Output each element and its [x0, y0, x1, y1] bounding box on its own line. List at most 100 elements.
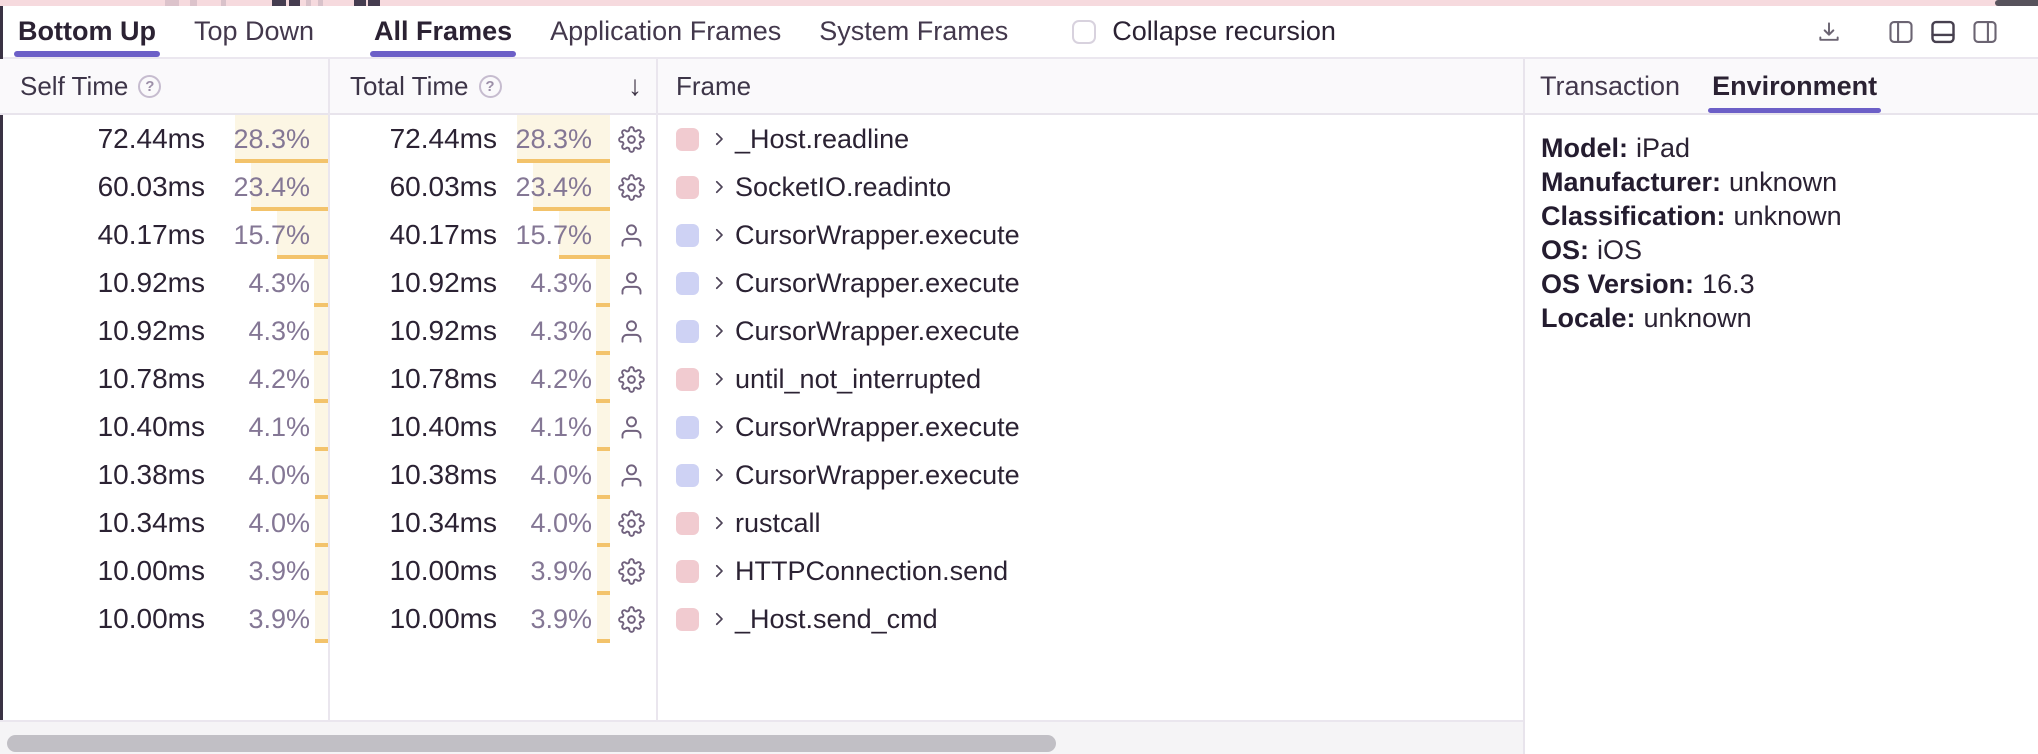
column-header-total-time[interactable]: Total Time ? ↓	[330, 59, 658, 113]
profiling-toolbar: Bottom Up Top Down All Frames Applicatio…	[0, 6, 2038, 59]
total-percent-bar	[597, 451, 610, 499]
help-circle-icon[interactable]: ?	[478, 74, 502, 98]
minimap-mark	[221, 0, 226, 6]
table-row[interactable]: 10.92ms 4.3% 10.92ms 4.3% CursorWrapper.…	[0, 259, 1523, 307]
self-time-percent: 3.9%	[248, 556, 310, 586]
chevron-right-icon[interactable]	[710, 211, 728, 259]
total-percent-bar	[597, 403, 610, 451]
tab-transaction[interactable]: Transaction	[1540, 70, 1681, 101]
self-time-value: 10.38ms	[97, 459, 205, 490]
self-time-percent: 28.3%	[233, 124, 310, 154]
total-time-percent: 23.4%	[515, 172, 592, 202]
chevron-right-icon[interactable]	[710, 163, 728, 211]
minimap-viewport-indicator[interactable]	[1995, 0, 2038, 6]
total-time-percent: 28.3%	[515, 124, 592, 154]
layout-bottom-panel-icon[interactable]	[1926, 12, 1960, 52]
table-row[interactable]: 10.78ms 4.2% 10.78ms 4.2% until_not_inte…	[0, 355, 1523, 403]
minimap-mark	[289, 0, 300, 6]
total-time-value: 10.00ms	[389, 603, 497, 634]
total-percent-bar	[597, 547, 610, 595]
chevron-right-icon[interactable]	[710, 259, 728, 307]
minimap-mark	[354, 0, 366, 6]
chevron-right-icon[interactable]	[710, 499, 728, 547]
minimap-mark	[190, 0, 197, 6]
frame-name: CursorWrapper.execute	[735, 220, 1020, 250]
table-row[interactable]: 40.17ms 15.7% 40.17ms 15.7% CursorWrappe…	[0, 211, 1523, 259]
total-time-percent: 4.0%	[530, 460, 592, 490]
total-time-value: 60.03ms	[389, 171, 497, 202]
self-percent-bar	[251, 163, 328, 211]
total-time-value: 10.40ms	[389, 411, 497, 442]
frame-name: CursorWrapper.execute	[735, 268, 1020, 298]
help-circle-icon[interactable]: ?	[138, 74, 162, 98]
tab-top-down[interactable]: Top Down	[193, 16, 315, 46]
gear-icon	[617, 115, 645, 163]
download-icon[interactable]	[1812, 12, 1846, 52]
total-time-percent: 4.1%	[530, 412, 592, 442]
table-row[interactable]: 10.38ms 4.0% 10.38ms 4.0% CursorWrapper.…	[0, 451, 1523, 499]
details-panel: Transaction Environment Model:iPad Manuf…	[1523, 59, 2038, 754]
column-header-frame[interactable]: Frame	[658, 59, 1523, 113]
layout-left-panel-icon[interactable]	[1884, 12, 1918, 52]
frame-color-swatch	[676, 320, 699, 343]
user-icon	[617, 307, 645, 355]
total-percent-bar	[596, 307, 610, 355]
total-time-percent: 4.3%	[530, 316, 592, 346]
chevron-right-icon[interactable]	[710, 355, 728, 403]
sort-descending-arrow-icon[interactable]: ↓	[628, 70, 642, 101]
self-percent-bar	[315, 451, 328, 499]
total-time-value: 40.17ms	[389, 219, 497, 250]
total-time-header-label: Total Time	[350, 70, 469, 101]
environment-details: Model:iPad Manufacturer:unknown Classifi…	[1525, 115, 2038, 335]
environment-field-label: Classification:	[1541, 201, 1726, 231]
frame-name: _Host.readline	[735, 124, 910, 154]
tab-system-frames[interactable]: System Frames	[819, 16, 1009, 46]
collapse-recursion-checkbox[interactable]	[1072, 19, 1097, 44]
total-time-value: 72.44ms	[389, 123, 497, 154]
chevron-right-icon[interactable]	[710, 547, 728, 595]
total-time-percent: 4.3%	[530, 268, 592, 298]
environment-field-label: Locale:	[1541, 303, 1636, 333]
table-row[interactable]: 10.40ms 4.1% 10.40ms 4.1% CursorWrapper.…	[0, 403, 1523, 451]
table-row[interactable]: 10.34ms 4.0% 10.34ms 4.0% rustcall	[0, 499, 1523, 547]
details-tabbar: Transaction Environment	[1525, 59, 2038, 115]
table-row[interactable]: 10.00ms 3.9% 10.00ms 3.9% HTTPConnection…	[0, 547, 1523, 595]
total-time-percent: 3.9%	[530, 604, 592, 634]
self-percent-bar	[315, 499, 328, 547]
table-rows: 72.44ms 28.3% 72.44ms 28.3% _Host.readli…	[0, 115, 1523, 643]
tab-all-frames[interactable]: All Frames	[370, 6, 517, 57]
collapse-recursion-label[interactable]: Collapse recursion	[1112, 16, 1336, 46]
horizontal-scrollbar-thumb[interactable]	[7, 735, 1056, 752]
table-row[interactable]: 60.03ms 23.4% 60.03ms 23.4% SocketIO.rea…	[0, 163, 1523, 211]
frames-table-header: Self Time ? Total Time ? ↓ Frame	[0, 59, 1523, 115]
tab-environment[interactable]: Environment	[1708, 59, 1882, 113]
minimap-strip[interactable]	[0, 0, 2038, 6]
frame-name: rustcall	[735, 508, 821, 538]
frame-name: HTTPConnection.send	[735, 556, 1009, 586]
column-header-self-time[interactable]: Self Time ?	[0, 59, 330, 113]
gear-icon	[617, 499, 645, 547]
total-time-value: 10.34ms	[389, 507, 497, 538]
table-row[interactable]: 10.00ms 3.9% 10.00ms 3.9% _Host.send_cmd	[0, 595, 1523, 643]
chevron-right-icon[interactable]	[710, 451, 728, 499]
tab-application-frames[interactable]: Application Frames	[550, 16, 782, 46]
horizontal-scrollbar-track[interactable]	[0, 722, 1523, 754]
self-time-percent: 4.0%	[248, 508, 310, 538]
frame-color-swatch	[676, 176, 699, 199]
chevron-right-icon[interactable]	[710, 115, 728, 163]
table-row[interactable]: 72.44ms 28.3% 72.44ms 28.3% _Host.readli…	[0, 115, 1523, 163]
table-row[interactable]: 10.92ms 4.3% 10.92ms 4.3% CursorWrapper.…	[0, 307, 1523, 355]
self-percent-bar	[235, 115, 328, 163]
environment-field-value: unknown	[1729, 167, 1838, 197]
chevron-right-icon[interactable]	[710, 403, 728, 451]
chevron-right-icon[interactable]	[710, 595, 728, 643]
user-icon	[617, 403, 645, 451]
chevron-right-icon[interactable]	[710, 307, 728, 355]
layout-right-panel-icon[interactable]	[1968, 12, 2002, 52]
self-time-percent: 4.1%	[248, 412, 310, 442]
minimap-mark	[165, 0, 179, 6]
self-time-value: 10.00ms	[97, 603, 205, 634]
tab-bottom-up[interactable]: Bottom Up	[14, 6, 160, 57]
user-icon	[617, 211, 645, 259]
total-percent-bar	[597, 595, 610, 643]
